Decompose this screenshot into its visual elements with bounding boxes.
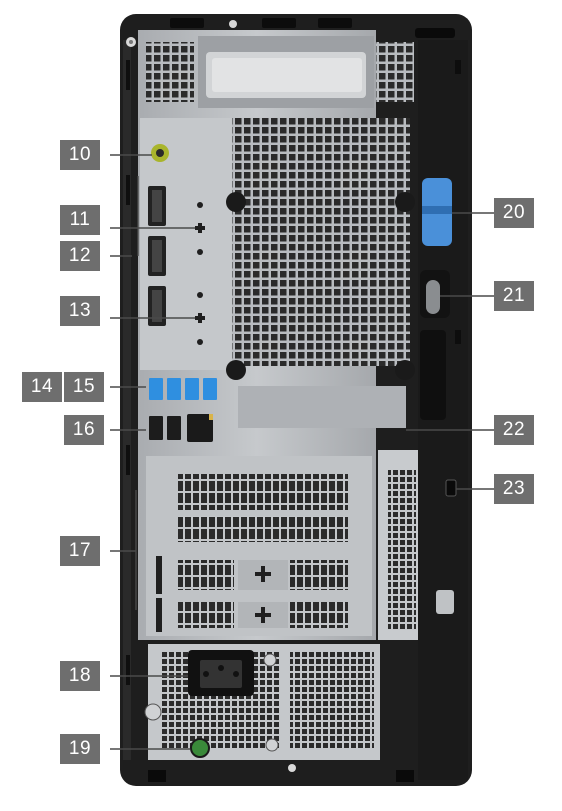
callout-15: 15	[64, 372, 104, 402]
callout-17-label: 17	[68, 540, 92, 561]
callout-14: 14	[22, 372, 62, 402]
callout-20-label: 20	[502, 202, 526, 223]
callout-22: 22	[494, 415, 534, 445]
callout-23-label: 23	[502, 478, 526, 499]
callout-17: 17	[60, 536, 100, 566]
padlock-ring-graphic	[426, 280, 440, 314]
callout-13: 13	[60, 296, 100, 326]
callout-12-label: 12	[68, 245, 92, 266]
callout-19-label: 19	[68, 738, 92, 759]
callout-23: 23	[494, 474, 534, 504]
callout-21: 21	[494, 281, 534, 311]
callout-14-label: 14	[30, 376, 54, 397]
service-tag-area	[238, 386, 406, 428]
callout-16-label: 16	[72, 419, 96, 440]
psu-button-graphic	[190, 738, 210, 758]
callout-20: 20	[494, 198, 534, 228]
callout-10-label: 10	[68, 144, 92, 165]
callout-15-label: 15	[72, 376, 96, 397]
callout-10: 10	[60, 140, 100, 170]
callout-16: 16	[64, 415, 104, 445]
callout-21-label: 21	[502, 285, 526, 306]
callout-11-label: 11	[69, 209, 91, 230]
callout-18-label: 18	[68, 665, 92, 686]
callout-11: 11	[60, 205, 100, 235]
callout-18: 18	[60, 661, 100, 691]
callout-12: 12	[60, 241, 100, 271]
callout-19: 19	[60, 734, 100, 764]
callout-13-label: 13	[68, 300, 92, 321]
callout-22-label: 22	[502, 419, 526, 440]
